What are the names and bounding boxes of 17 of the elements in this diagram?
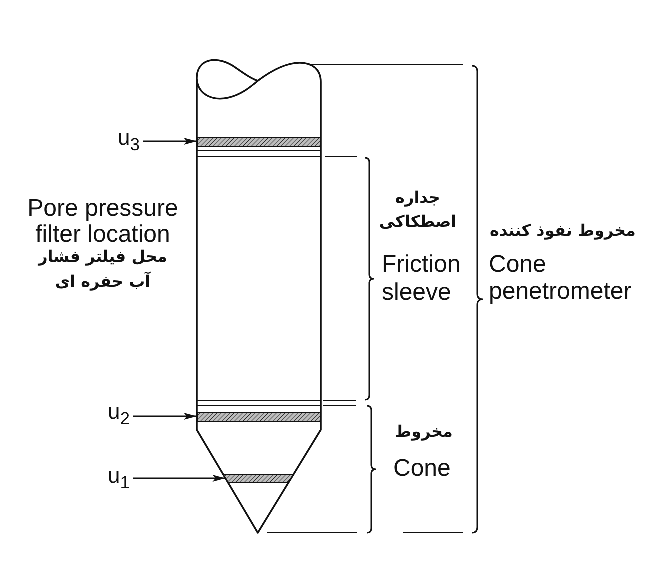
arrow bbox=[133, 413, 197, 420]
filter-band bbox=[197, 412, 321, 422]
annotation-text: محل فیلتر فشار آب حفره ای bbox=[38, 246, 168, 293]
arrow bbox=[133, 475, 226, 482]
part-label: Cone bbox=[394, 456, 451, 482]
part-label: مخروط نفوذ کننده bbox=[490, 220, 636, 242]
symbol-label: u$_{2}$ bbox=[108, 401, 130, 424]
part-label: جداره اصطکاکی bbox=[378, 186, 458, 232]
symbol-label: u$_{1}$ bbox=[108, 465, 130, 488]
annotation-text: Pore pressure filter location bbox=[27, 196, 179, 248]
part-label: Cone penetrometer bbox=[489, 251, 633, 305]
symbol-label: u$_{3}$ bbox=[118, 127, 140, 150]
part-label: مخروط bbox=[395, 421, 453, 443]
part-label: Friction sleeve bbox=[382, 250, 462, 307]
filter-band bbox=[197, 136, 321, 146]
arrow bbox=[143, 138, 197, 145]
filter-band bbox=[223, 474, 294, 483]
